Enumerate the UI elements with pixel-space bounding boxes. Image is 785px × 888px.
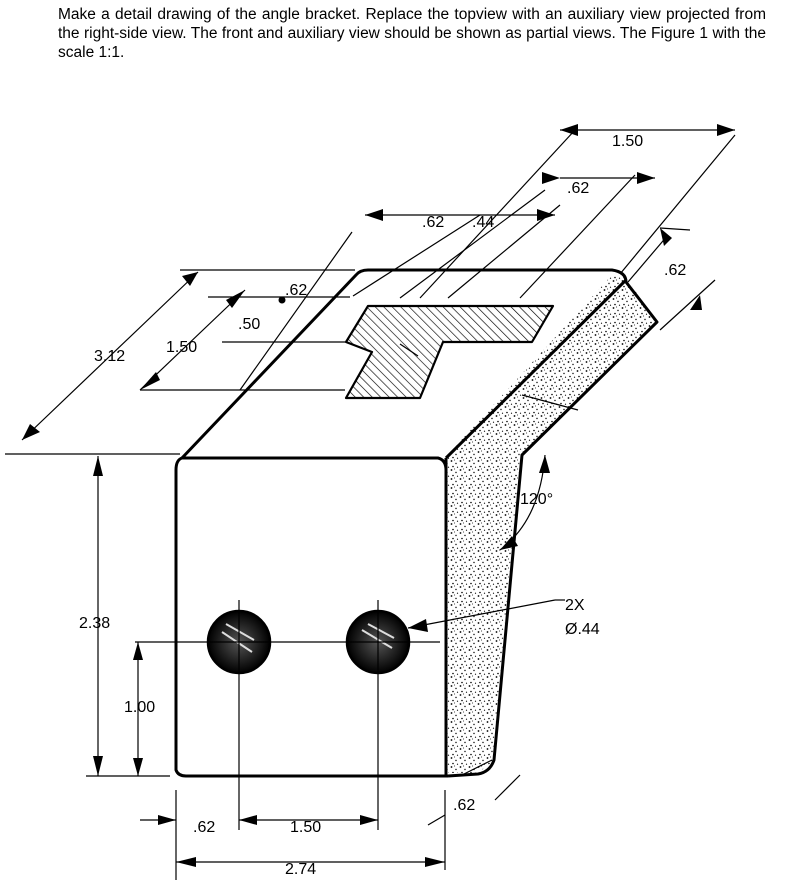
dim-062-slot: .62	[422, 214, 444, 231]
front-face-outline	[174, 456, 448, 778]
instructions-text: Make a detail drawing of the angle brack…	[58, 6, 766, 61]
bracket-body	[174, 268, 659, 778]
angle-label: 120°	[520, 491, 553, 508]
dim-150-left: 1.50	[166, 339, 197, 356]
dim-150-bottom: 1.50	[290, 819, 321, 836]
hole-right-highlight	[361, 623, 395, 649]
dim-050: .50	[238, 316, 260, 333]
t-slot-hatched	[344, 304, 555, 400]
bracket-side-face	[445, 275, 657, 773]
holes-diameter-label: Ø.44	[565, 621, 600, 638]
t-slot-inner-edge	[399, 343, 419, 357]
dim-274: 2.74	[285, 861, 316, 878]
t-slot	[344, 304, 555, 400]
top-front-edge	[182, 456, 448, 471]
dim-044-slot: .44	[472, 214, 494, 231]
dim-238: 2.38	[79, 615, 110, 632]
holes	[135, 600, 440, 830]
holes-count-label: 2X	[565, 597, 585, 614]
dim-062-mid: .62	[567, 180, 589, 197]
dim-062-thickness: .62	[453, 797, 475, 814]
dim-062-bottom: .62	[193, 819, 215, 836]
dim-100: 1.00	[124, 699, 155, 716]
top-face-outline	[180, 268, 628, 460]
dim-062-topleft: .62	[285, 282, 307, 299]
side-bottom-edge	[461, 759, 493, 776]
side-outer-edge	[447, 281, 659, 778]
dimension-lines	[5, 129, 736, 880]
dim-150-top: 1.50	[612, 133, 643, 150]
arrowheads	[22, 124, 735, 867]
dimension-labels: 1.50 .62 .62 .44 .62 .62 .50 1.50 3.12 2…	[79, 133, 686, 878]
top-right-edge	[444, 278, 628, 460]
dim-312: 3.12	[94, 348, 125, 365]
dim-062-right: .62	[664, 262, 686, 279]
